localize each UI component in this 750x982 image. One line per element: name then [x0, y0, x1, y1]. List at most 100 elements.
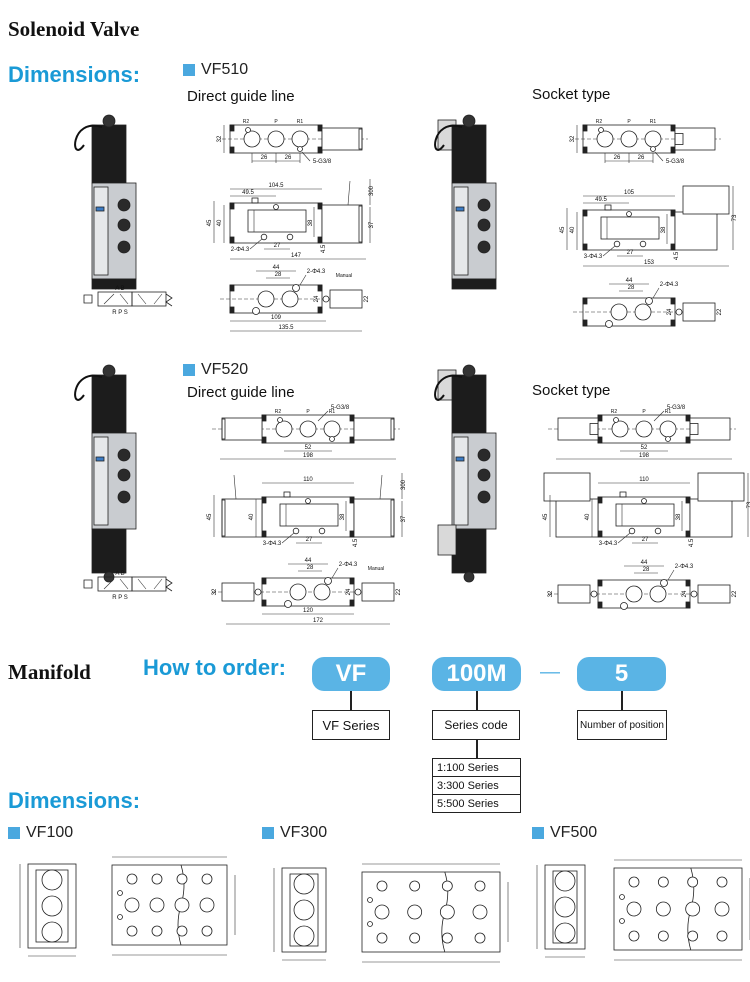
manifold-hole	[716, 930, 728, 942]
end-cap	[670, 209, 676, 217]
dimensions-heading: Dimensions:	[8, 62, 141, 87]
dimension-label: 26	[285, 155, 292, 161]
coil-cap	[390, 499, 395, 537]
socket-connector-photo	[437, 524, 457, 556]
mount-hole	[641, 498, 647, 504]
solenoid-black	[91, 528, 127, 574]
end-cap	[670, 319, 676, 327]
dimension-label: P	[306, 409, 310, 415]
break-line	[177, 864, 185, 946]
small-port	[650, 146, 656, 152]
dimension-label: 44	[641, 560, 648, 566]
manifold-hole	[174, 897, 190, 913]
end-cap	[349, 577, 355, 585]
port-hole	[610, 303, 628, 321]
end-plate	[91, 278, 137, 290]
dimension-label: 4.5	[353, 538, 359, 547]
socket-type-label: Socket type	[532, 382, 611, 399]
port-hole	[659, 420, 677, 438]
manifold-hole	[628, 876, 640, 888]
port-hole	[313, 583, 331, 601]
top-tab	[619, 491, 627, 498]
solenoid-coil	[353, 417, 395, 441]
dimension-label: 198	[303, 453, 314, 459]
end-cap	[349, 414, 355, 422]
manifold-end-view	[27, 863, 77, 949]
dimension-label: 2-Φ4.3	[660, 282, 679, 288]
dimension-label: 147	[291, 253, 302, 259]
mount-hole	[292, 527, 300, 535]
desc-vf-series: VF Series	[312, 710, 390, 740]
leader-line	[249, 238, 263, 250]
cable	[434, 374, 463, 401]
manifold-title: Manifold	[8, 660, 91, 684]
manifold-hole	[376, 880, 388, 892]
dimension-label: 32	[217, 135, 223, 142]
end-cap	[685, 436, 691, 444]
dimension-label: 27	[274, 243, 281, 249]
dimension-label: 40	[585, 513, 591, 520]
manifold-port	[554, 922, 576, 944]
solenoid-coil	[221, 498, 263, 538]
arrow	[137, 578, 147, 590]
desc-series-code: Series code	[432, 710, 520, 740]
connector-line	[476, 691, 478, 711]
dimension-label: 22	[717, 308, 723, 315]
dimension-label: 45	[207, 219, 213, 226]
arrow	[153, 293, 163, 305]
label-plate	[455, 456, 465, 462]
manifold-hole	[151, 925, 163, 937]
arrow	[103, 578, 115, 590]
model-label: VF300	[280, 824, 328, 841]
leader-line	[667, 569, 675, 581]
end-plate	[451, 278, 497, 290]
symbol-box-left	[97, 291, 133, 307]
end-cap	[582, 146, 588, 154]
manifold-port	[41, 895, 63, 917]
dimension-label: R1	[329, 409, 336, 415]
valve-body-bottom	[582, 297, 676, 327]
mount-hole	[645, 297, 653, 305]
how-to-order-heading: How to order:	[143, 655, 286, 680]
solenoid-symbol	[83, 294, 93, 304]
end-cap	[582, 243, 588, 251]
solenoid-bottom	[361, 582, 395, 602]
model-label: VF510	[201, 61, 249, 78]
dimension-label: 26	[638, 155, 645, 161]
end-cap	[670, 146, 676, 154]
dimension-label: 22	[732, 590, 738, 597]
code-pill-series: 100M	[432, 657, 521, 691]
cable	[74, 374, 103, 401]
manifold-hole	[149, 897, 165, 913]
dimension-label: 27	[642, 537, 649, 543]
cable	[74, 124, 103, 151]
end-cap	[597, 496, 603, 504]
dimension-label: 27	[627, 250, 634, 256]
code-separator: —	[540, 661, 560, 683]
port-hole	[267, 130, 285, 148]
port-hole	[634, 303, 652, 321]
connector-line	[350, 691, 352, 711]
dimension-label: 5-G3/8	[331, 405, 350, 411]
top-tab	[283, 491, 291, 498]
page-title: Solenoid Valve	[8, 17, 140, 41]
dimension-label: R1	[665, 409, 672, 415]
end-cap	[229, 146, 235, 154]
end-view-inner	[289, 873, 319, 947]
series-option: 1:100 Series	[433, 759, 520, 777]
dimension-label: 24	[314, 295, 320, 302]
manifold-hole	[685, 901, 701, 917]
port-photo	[477, 218, 491, 232]
body-face	[453, 186, 469, 276]
dimension-label: R1	[297, 119, 304, 125]
end-cap	[317, 236, 323, 244]
leader-line	[299, 274, 307, 286]
dimension-label: 27	[306, 537, 313, 543]
socket-connector-photo	[437, 119, 457, 151]
manual-override	[590, 590, 598, 598]
dimension-label: 2-Φ4.3	[339, 562, 358, 568]
mount-hole	[252, 307, 260, 315]
dimension-label: 104.5	[268, 183, 284, 189]
valve-body-top	[261, 414, 355, 444]
dimension-label: 4.5	[689, 538, 695, 547]
